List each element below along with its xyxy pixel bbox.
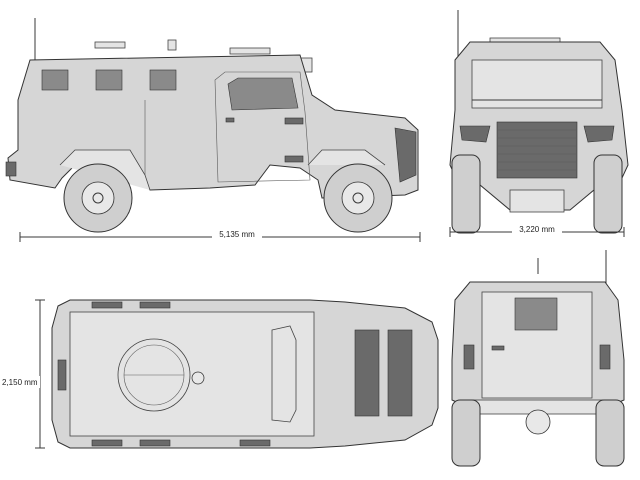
- side-view: 5,135 mm: [5, 18, 421, 242]
- top-view: 2,150 mm: [0, 299, 439, 449]
- rear-tire-left: [451, 399, 481, 467]
- front-grill: [496, 121, 578, 179]
- side-window-3: [149, 69, 177, 91]
- roof-hatch-rear: [94, 41, 126, 49]
- rear-light-right: [599, 344, 611, 370]
- side-dimension-label-bg: [212, 229, 262, 241]
- front-windshield: [471, 59, 603, 109]
- top-step-3: [91, 439, 123, 447]
- side-front-arch: [307, 149, 386, 166]
- front-dimension-label: 3,220 mm: [519, 225, 555, 234]
- side-rear-hub: [81, 181, 115, 215]
- side-front-hub-center: [352, 192, 364, 204]
- side-front-hub: [341, 181, 375, 215]
- side-front-door: [214, 71, 311, 183]
- side-dimension-label: 5,135 mm: [219, 230, 255, 239]
- rear-door-handle: [491, 345, 505, 351]
- front-bumper: [509, 189, 565, 213]
- side-window-1: [41, 69, 69, 91]
- side-rear-hub-center: [92, 192, 104, 204]
- side-door-handle: [225, 117, 235, 123]
- front-grill-slats: [497, 129, 577, 171]
- top-step-5: [239, 439, 271, 447]
- top-vent-left: [354, 329, 380, 417]
- top-step-1: [91, 301, 123, 309]
- front-tire-left: [451, 154, 481, 234]
- top-step-4: [139, 439, 171, 447]
- top-step-2: [139, 301, 171, 309]
- side-door-hinge-1: [284, 117, 304, 125]
- front-dimension-label-bg: [512, 224, 562, 236]
- rear-view: [451, 250, 625, 467]
- roof-hatch-front: [229, 47, 271, 55]
- front-headlight-left: [459, 125, 491, 143]
- roof-mount: [167, 39, 177, 51]
- side-window-2: [95, 69, 123, 91]
- top-engine-vents: [354, 329, 413, 417]
- side-rear-light: [5, 161, 17, 177]
- rear-tow-hitch: [525, 409, 551, 435]
- side-door-hinge-2: [284, 155, 304, 163]
- top-dimension-label-bg: [0, 376, 40, 388]
- top-dimension-label: 2,150 mm: [2, 378, 38, 387]
- rear-door-window: [514, 297, 558, 331]
- top-front-hatch: [271, 325, 297, 423]
- front-view: 3,220 mm: [449, 10, 629, 237]
- rear-light-left: [463, 344, 475, 370]
- top-rear-door: [57, 359, 67, 391]
- side-front-grill: [394, 127, 417, 183]
- side-driver-window: [227, 77, 299, 111]
- front-headlight-right: [583, 125, 615, 143]
- rear-tire-right: [595, 399, 625, 467]
- top-vent-right: [387, 329, 413, 417]
- front-tire-right: [593, 154, 623, 234]
- top-periscope: [191, 371, 205, 385]
